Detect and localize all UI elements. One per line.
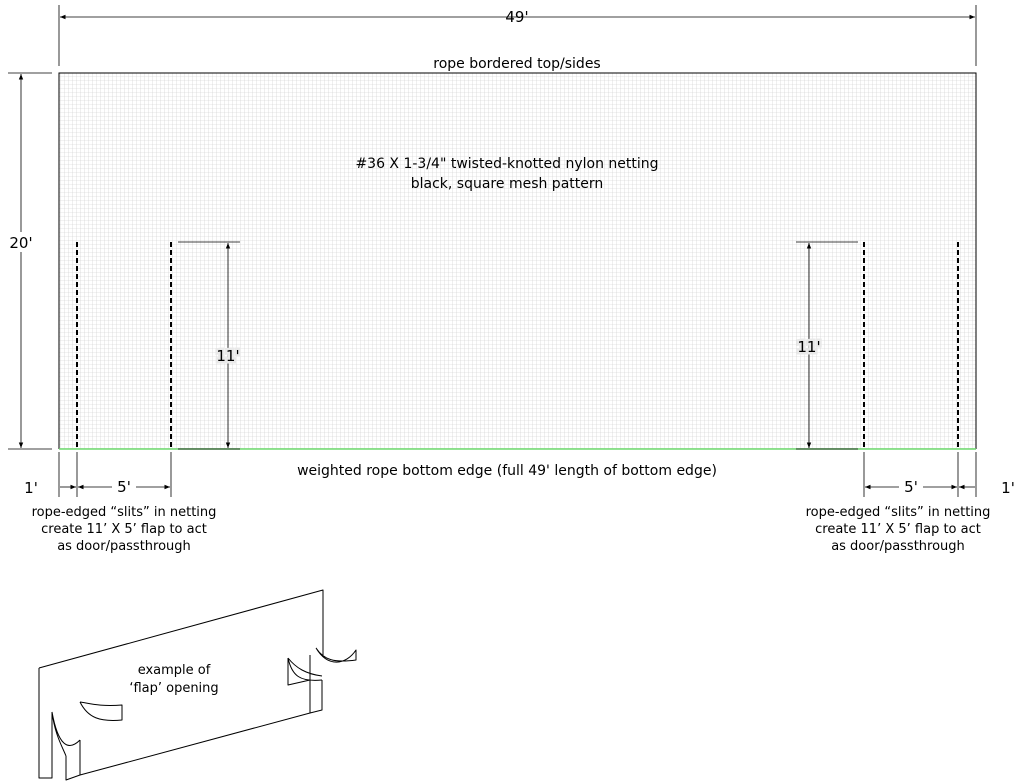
flap-example-sketch <box>38 589 357 781</box>
example-label-line2: ‘flap’ opening <box>129 681 218 696</box>
left-slit-note-line3: as door/passthrough <box>57 539 191 554</box>
right-flap-width-label: 5' <box>904 478 918 496</box>
bottom-edge-label: weighted rope bottom edge (full 49' leng… <box>297 463 717 479</box>
sketch-right-flap <box>287 657 323 681</box>
left-slit-note-line2: create 11’ X 5’ flap to act <box>41 522 207 537</box>
left-flap-label-bg <box>112 479 136 496</box>
right-flap-label-bg <box>899 479 923 496</box>
sketch-left-slit-edges <box>51 712 81 781</box>
right-slit-note-line1: rope-edged “slits” in netting <box>806 505 991 520</box>
netting-spec-label: #36 X 1-3/4" twisted-knotted nylon netti… <box>355 156 658 172</box>
left-slit-note-line1: rope-edged “slits” in netting <box>32 505 217 520</box>
example-label-line1: example of <box>138 663 211 678</box>
width-label: 49' <box>505 8 528 26</box>
right-margin-label: 1' <box>1001 479 1015 497</box>
sketch-left-flap-curl <box>79 701 123 721</box>
sketch-right-slit-edges <box>287 658 323 714</box>
right-slit-note-line3: as door/passthrough <box>831 539 965 554</box>
top-edge-label: rope bordered top/sides <box>433 56 600 72</box>
left-margin-label: 1' <box>24 479 38 497</box>
sketch-right-flap-curl <box>315 647 357 663</box>
left-flap-width-label: 5' <box>117 478 131 496</box>
height-label: 20' <box>9 234 32 252</box>
netting-pattern-label: black, square mesh pattern <box>411 176 604 192</box>
slit-left-height-label: 11' <box>216 347 239 365</box>
sketch-left-flap <box>51 711 81 757</box>
height-label-bg <box>5 232 39 252</box>
rope-border <box>58 72 977 449</box>
right-slit-note-line2: create 11’ X 5’ flap to act <box>815 522 981 537</box>
net-panel <box>59 73 976 449</box>
slit-right-height-label: 11' <box>797 338 820 356</box>
